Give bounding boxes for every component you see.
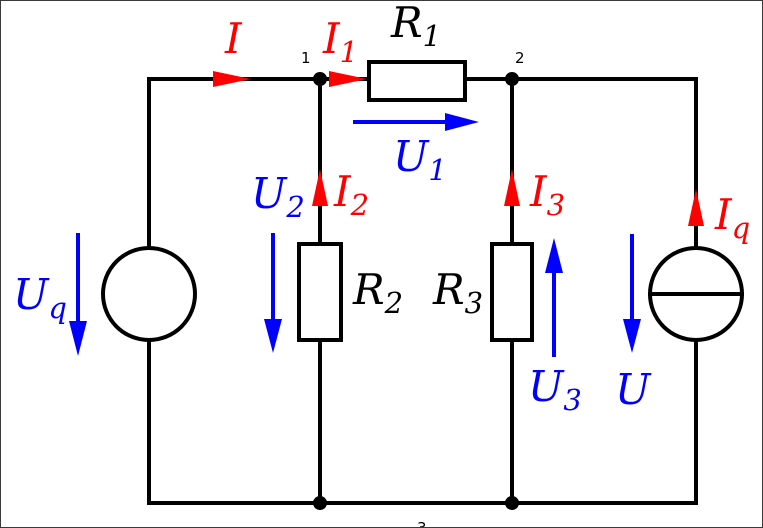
voltage-source-uq xyxy=(101,246,197,342)
label-r2: R2 xyxy=(352,265,403,320)
voltage-arrow-u3 xyxy=(545,238,563,357)
voltage-arrow-uq xyxy=(69,233,87,356)
current-arrow-i3 xyxy=(504,169,520,206)
label-i: I xyxy=(224,14,243,63)
node-label-1: 1 xyxy=(301,49,311,67)
label-i1: I1 xyxy=(322,14,358,69)
node-dot-3a xyxy=(313,496,327,510)
resistor-r2 xyxy=(297,242,343,342)
current-arrow-iq xyxy=(688,189,704,226)
label-r1: R1 xyxy=(390,1,441,53)
node-dot-1 xyxy=(313,72,327,86)
current-arrow-i2 xyxy=(312,169,328,206)
label-u2: U2 xyxy=(251,169,305,224)
current-arrow-i xyxy=(213,71,251,87)
resistor-r1 xyxy=(367,60,467,102)
voltage-arrow-u xyxy=(623,234,641,353)
label-iq: Iq xyxy=(714,190,750,245)
node-dot-3b xyxy=(505,496,519,510)
label-r3: R3 xyxy=(432,265,483,320)
label-uq: Uq xyxy=(13,270,67,325)
current-arrow-i1 xyxy=(329,71,367,87)
label-i2: I2 xyxy=(333,167,369,222)
voltage-arrow-u1 xyxy=(353,113,479,131)
node-label-3: 3 xyxy=(417,519,427,527)
current-source-iq xyxy=(648,246,744,342)
label-u: U xyxy=(615,365,652,414)
node-label-2: 2 xyxy=(515,49,525,67)
label-i3: I3 xyxy=(529,167,565,222)
label-u1: U1 xyxy=(393,132,447,187)
voltage-arrow-u2 xyxy=(264,233,282,353)
label-u3: U3 xyxy=(528,362,582,417)
node-dot-2 xyxy=(505,72,519,86)
resistor-r3 xyxy=(490,242,534,342)
